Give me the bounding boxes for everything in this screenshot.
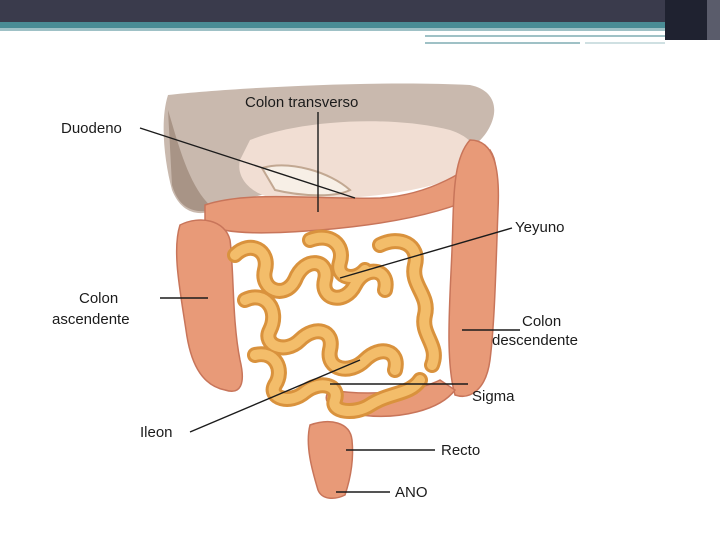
- label-colon-descendente-line1: Colon: [522, 313, 561, 330]
- ascending-colon: [177, 220, 243, 391]
- label-sigma: Sigma: [472, 388, 515, 405]
- label-colon-ascendente-line1: Colon: [79, 290, 118, 307]
- label-colon-ascendente-line2: ascendente: [52, 311, 130, 328]
- label-ileon: Ileon: [140, 424, 173, 441]
- label-duodeno: Duodeno: [61, 120, 122, 137]
- label-colon-transverso: Colon transverso: [245, 94, 358, 111]
- rectum: [308, 422, 352, 499]
- label-colon-descendente-line2: descendente: [492, 332, 578, 349]
- descending-colon: [449, 140, 498, 396]
- label-recto: Recto: [441, 442, 480, 459]
- label-ano: ANO: [395, 484, 428, 501]
- label-yeyuno: Yeyuno: [515, 219, 565, 236]
